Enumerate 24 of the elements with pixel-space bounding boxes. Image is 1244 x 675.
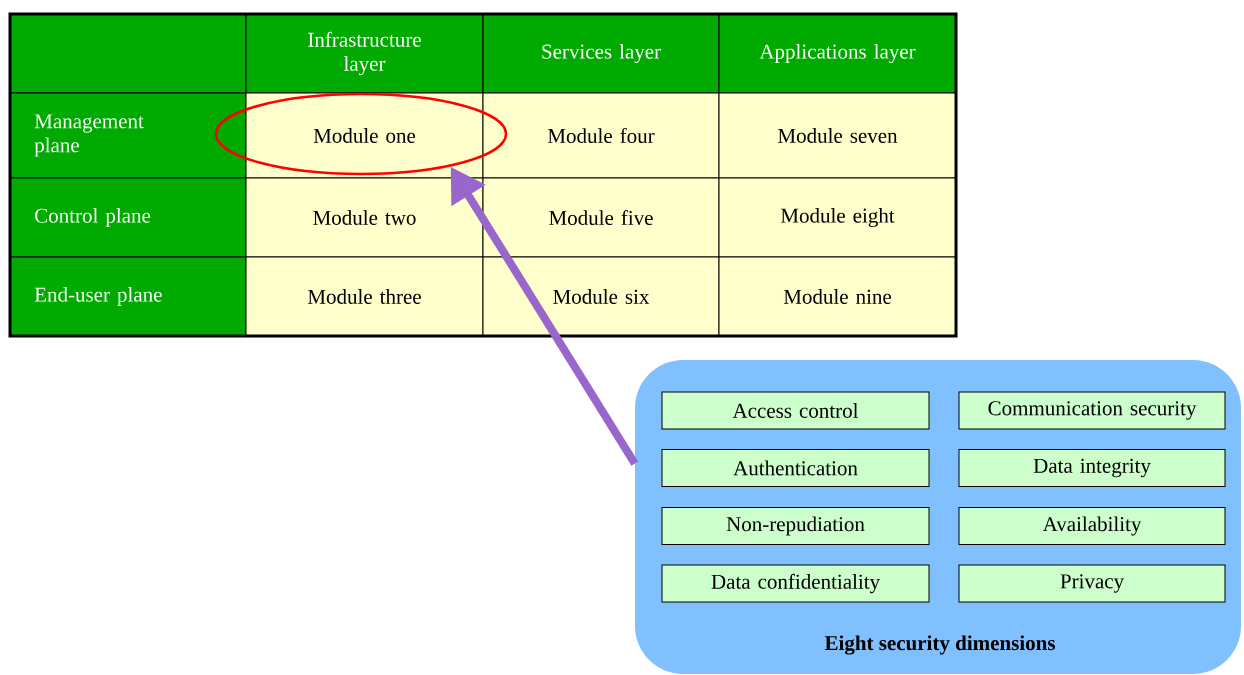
table-cell: Module four (482, 92, 720, 179)
dimension-box: Data confidentiality (661, 564, 930, 603)
column-header: Services layer (482, 13, 720, 94)
table-cell: Module nine (718, 256, 957, 337)
dimension-box: Availability (958, 507, 1226, 545)
table-cell: Module seven (718, 92, 957, 179)
table-cell: Module eight (718, 177, 957, 258)
table-cell: Module five (482, 177, 720, 258)
column-header: Infrastructure layer (245, 13, 484, 94)
dimension-box: Data integrity (958, 449, 1226, 487)
table-cell: Module six (482, 256, 720, 337)
table-cell: Module three (245, 256, 484, 337)
table-cell: Module two (245, 177, 484, 258)
dimension-box: Authentication (661, 449, 930, 487)
row-header: Control plane (9, 177, 247, 258)
table-cell: Module one (245, 92, 484, 179)
row-header: Management plane (9, 92, 247, 179)
dimension-box: Communication security (958, 391, 1226, 430)
dimension-box: Non-repudiation (661, 507, 930, 545)
column-header: Applications layer (718, 13, 957, 94)
highlight-ellipse (214, 92, 508, 176)
dimension-box: Access control (661, 391, 930, 430)
dimension-box: Privacy (958, 564, 1226, 603)
row-header: End-user plane (9, 256, 247, 337)
